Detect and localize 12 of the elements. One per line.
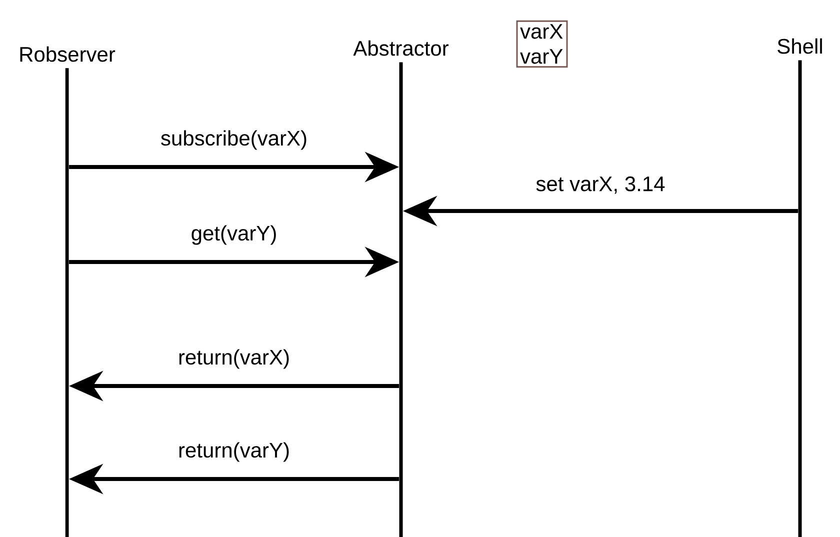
variable-box: varX varY (516, 20, 568, 68)
lifeline: Shell (778, 38, 822, 537)
edge-label: set varX, 3.14 (534, 175, 666, 195)
node-label: Abstractor (353, 40, 449, 56)
lifeline: Abstractor (353, 40, 448, 537)
edge-label: return(varX) (177, 348, 292, 370)
edge-label: return(varY) (177, 441, 292, 463)
node-label: Shell (778, 38, 822, 54)
edge-label: subscribe(varX) (160, 129, 309, 151)
lifeline: Robserver (20, 46, 116, 537)
edge-label: get(varY) (190, 224, 278, 246)
node-label: Robserver (20, 46, 116, 62)
